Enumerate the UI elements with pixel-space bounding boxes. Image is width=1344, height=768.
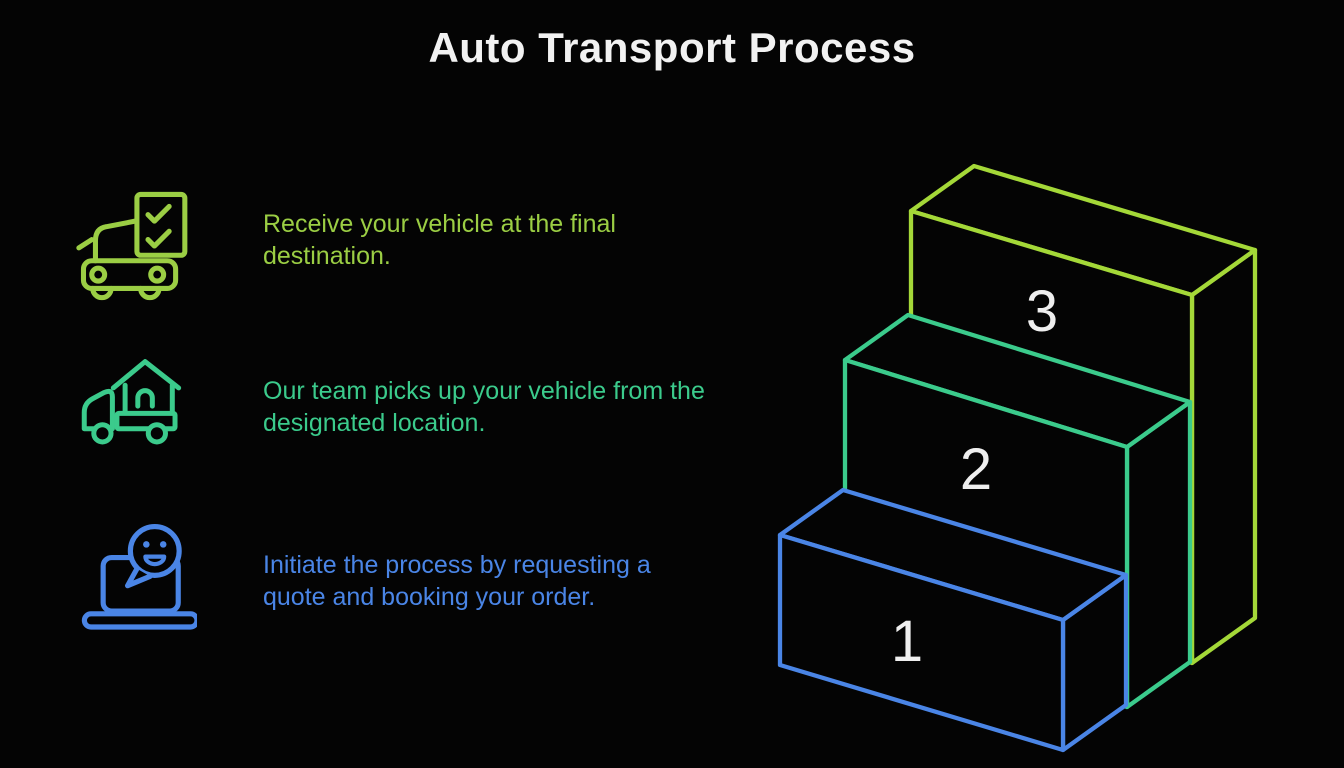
process-row-receive: Receive your vehicle at the final destin…	[75, 175, 735, 305]
process-row-text: Receive your vehicle at the final destin…	[263, 210, 616, 270]
step-number-3: 3	[1026, 279, 1058, 344]
truck-house-icon	[75, 342, 197, 472]
laptop-chat-icon	[75, 516, 197, 646]
process-row-initiate: Initiate the process by requesting a quo…	[75, 516, 735, 646]
staircase-diagram: 3 2 1	[770, 155, 1270, 767]
process-row-text: Initiate the process by requesting a quo…	[263, 551, 651, 611]
page-title: Auto Transport Process	[428, 24, 916, 71]
step-number-2: 2	[960, 437, 992, 502]
step-number-1: 1	[891, 609, 923, 674]
staircase-step-1	[777, 487, 1129, 753]
process-row-text: Our team picks up your vehicle from the …	[263, 377, 705, 437]
car-checklist-icon	[75, 175, 197, 305]
process-row-pickup: Our team picks up your vehicle from the …	[75, 342, 735, 472]
